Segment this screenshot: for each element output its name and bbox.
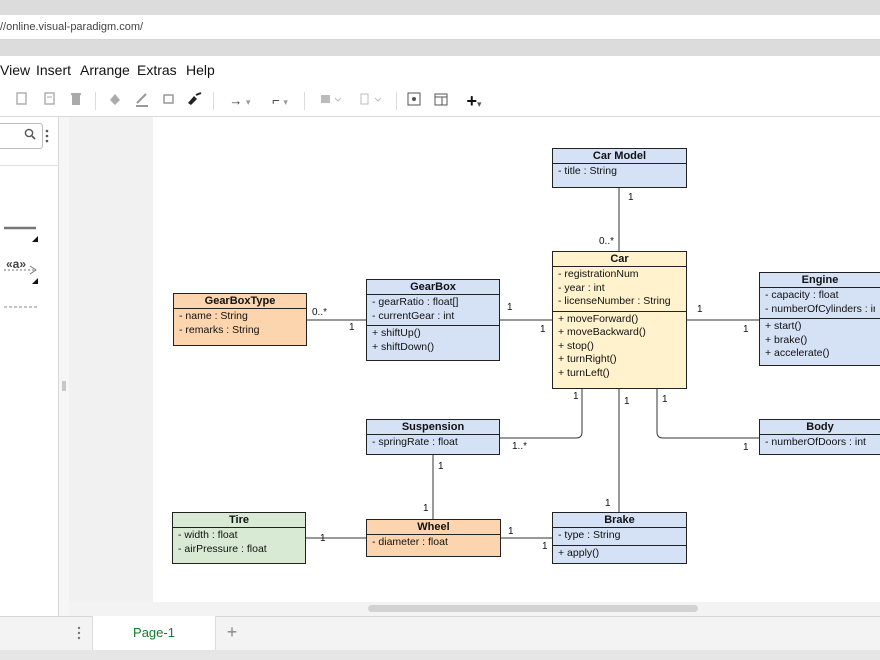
class-name: Car Model: [553, 149, 686, 164]
class-car-model[interactable]: Car Model - title : String: [552, 148, 687, 188]
class-car[interactable]: Car - registrationNum - year : int - lic…: [552, 251, 687, 389]
mult-label: 1: [438, 461, 444, 472]
mult-label: 1: [507, 302, 513, 313]
operation: + brake(): [765, 334, 875, 348]
mult-label: 1: [743, 324, 749, 335]
mult-label: 1: [423, 503, 429, 514]
attribute: - width : float: [178, 529, 300, 543]
operation: + accelerate(): [765, 347, 875, 361]
mult-label: 1: [542, 541, 548, 552]
mult-label: 1: [508, 526, 514, 537]
mult-label: 1: [605, 498, 611, 509]
mult-label: 1: [540, 324, 546, 335]
operation: + shiftDown(): [372, 341, 494, 355]
class-suspension[interactable]: Suspension - springRate : float: [366, 419, 500, 455]
operation: + turnLeft(): [558, 367, 681, 381]
class-tire[interactable]: Tire - width : float - airPressure : flo…: [172, 512, 306, 564]
mult-label: 0..*: [599, 236, 614, 247]
attribute: - type : String: [558, 529, 681, 543]
attribute: - diameter : float: [372, 536, 495, 550]
attribute: - registrationNum: [558, 268, 681, 282]
attribute: - capacity : float: [765, 289, 875, 303]
mult-label: 1: [628, 192, 634, 203]
assoc-car-suspension: [500, 389, 582, 438]
operation: + moveBackward(): [558, 326, 681, 340]
mult-label: 1: [662, 394, 668, 405]
class-engine[interactable]: Engine - capacity : float - numberOfCyli…: [759, 272, 880, 366]
class-name: Suspension: [367, 420, 499, 435]
attribute: - numberOfCylinders : int: [765, 303, 875, 317]
attribute: - year : int: [558, 282, 681, 296]
attribute: - gearRatio : float[]: [372, 296, 494, 310]
scrollbar-thumb[interactable]: [368, 605, 698, 612]
class-name: Brake: [553, 513, 686, 528]
class-name: Tire: [173, 513, 305, 528]
attribute: - airPressure : float: [178, 543, 300, 557]
attribute: - springRate : float: [372, 436, 494, 450]
page-menu-icon[interactable]: [76, 626, 82, 645]
mult-label: 1: [624, 396, 630, 407]
operation: + start(): [765, 320, 875, 334]
attribute: - name : String: [179, 310, 301, 324]
operation: + turnRight(): [558, 353, 681, 367]
attribute: - licenseNumber : String: [558, 295, 681, 309]
tab-page-1[interactable]: Page-1: [92, 616, 216, 650]
mult-label: 1: [697, 304, 703, 315]
class-gearbox-type[interactable]: GearBoxType - name : String - remarks : …: [173, 293, 307, 346]
mult-label: 1: [573, 391, 579, 402]
class-name: Wheel: [367, 520, 500, 535]
mult-label: 1: [320, 533, 326, 544]
class-body[interactable]: Body - numberOfDoors : int: [759, 419, 880, 455]
class-brake[interactable]: Brake - type : String + apply(): [552, 512, 687, 564]
class-gearbox[interactable]: GearBox - gearRatio : float[] - currentG…: [366, 279, 500, 361]
assoc-car-body: [657, 389, 759, 438]
attribute: - title : String: [558, 165, 681, 179]
operation: + apply(): [558, 547, 681, 561]
class-name: Engine: [760, 273, 880, 288]
window-footer: [0, 650, 880, 660]
class-name: Body: [760, 420, 880, 435]
class-name: Car: [553, 252, 686, 267]
add-page-button[interactable]: +: [222, 620, 242, 644]
class-name: GearBoxType: [174, 294, 306, 309]
mult-label: 1..*: [512, 441, 527, 452]
mult-label: 0..*: [312, 307, 327, 318]
attribute: - numberOfDoors : int: [765, 436, 875, 450]
attribute: - currentGear : int: [372, 310, 494, 324]
attribute: - remarks : String: [179, 324, 301, 338]
mult-label: 1: [743, 442, 749, 453]
operation: + shiftUp(): [372, 327, 494, 341]
operation: + stop(): [558, 340, 681, 354]
operation: + moveForward(): [558, 313, 681, 327]
class-wheel[interactable]: Wheel - diameter : float: [366, 519, 501, 557]
mult-label: 1: [349, 322, 355, 333]
class-name: GearBox: [367, 280, 499, 295]
